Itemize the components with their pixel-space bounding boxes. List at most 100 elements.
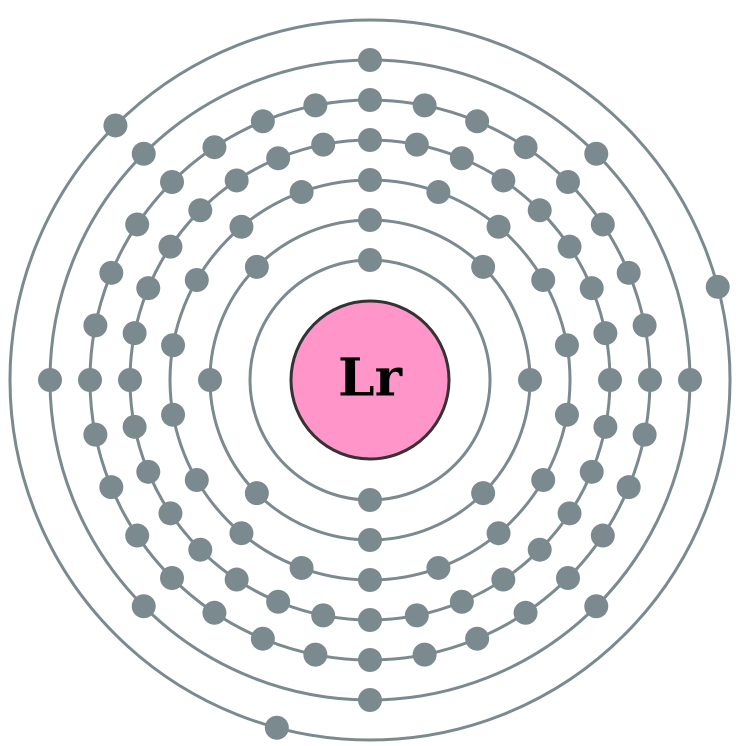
electron xyxy=(83,422,108,447)
electron xyxy=(531,268,556,292)
electron xyxy=(491,567,516,592)
electron xyxy=(188,537,213,562)
electron xyxy=(678,368,702,392)
electron xyxy=(358,128,382,152)
electron xyxy=(471,254,496,279)
electron xyxy=(426,555,451,580)
electron xyxy=(555,170,580,195)
electron xyxy=(616,260,641,285)
electron xyxy=(250,109,275,134)
electron xyxy=(632,313,657,338)
electron xyxy=(289,180,314,205)
electron xyxy=(224,168,249,193)
electron xyxy=(358,88,382,112)
electron xyxy=(131,141,156,166)
electron xyxy=(465,626,490,651)
electron xyxy=(358,528,382,552)
electron xyxy=(358,648,382,672)
electron xyxy=(579,459,604,484)
electron xyxy=(412,93,437,118)
electron xyxy=(131,594,156,619)
nucleus xyxy=(289,299,451,461)
electron xyxy=(244,481,269,506)
electron xyxy=(531,468,556,492)
electron xyxy=(554,402,579,427)
electron xyxy=(579,276,604,301)
element-symbol: Lr xyxy=(338,348,403,409)
electron xyxy=(125,523,150,548)
electron xyxy=(358,168,382,192)
electron xyxy=(557,234,582,259)
electron xyxy=(513,135,538,160)
electron xyxy=(244,254,269,279)
electron xyxy=(160,170,185,195)
electron xyxy=(161,402,186,427)
electron xyxy=(557,501,582,526)
electron xyxy=(83,313,108,338)
electron xyxy=(136,459,161,484)
electron xyxy=(103,113,128,138)
electron xyxy=(122,414,147,439)
electron xyxy=(449,146,474,171)
electron xyxy=(229,214,254,239)
electron xyxy=(358,608,382,632)
electron xyxy=(358,208,382,232)
electron xyxy=(78,368,102,392)
electron xyxy=(491,168,516,193)
electron xyxy=(527,537,552,562)
electron xyxy=(358,568,382,592)
electron xyxy=(705,274,730,299)
electron xyxy=(311,603,336,628)
electron xyxy=(136,276,161,301)
electron xyxy=(38,368,62,392)
electron xyxy=(125,212,150,237)
electron xyxy=(224,567,249,592)
electron xyxy=(527,198,552,223)
electron xyxy=(289,555,314,580)
electron xyxy=(303,642,328,667)
electron xyxy=(229,521,254,546)
electron xyxy=(158,234,183,259)
electron xyxy=(593,321,618,346)
electron xyxy=(118,368,142,392)
electron xyxy=(358,48,382,72)
electron xyxy=(426,180,451,205)
electron xyxy=(593,414,618,439)
electron xyxy=(184,468,209,492)
electron xyxy=(590,212,615,237)
electron xyxy=(266,589,291,614)
electron xyxy=(412,642,437,667)
electron xyxy=(188,198,213,223)
electrons xyxy=(38,48,730,740)
electron xyxy=(471,481,496,506)
electron xyxy=(266,146,291,171)
electron xyxy=(184,268,209,292)
electron xyxy=(303,93,328,118)
electron xyxy=(465,109,490,134)
electron xyxy=(518,368,542,392)
electron xyxy=(632,422,657,447)
electron xyxy=(161,333,186,358)
electron xyxy=(555,565,580,590)
electron xyxy=(264,715,289,740)
electron xyxy=(404,603,429,628)
electron xyxy=(404,132,429,157)
electron xyxy=(358,488,382,512)
electron xyxy=(449,589,474,614)
electron xyxy=(486,214,511,239)
electron xyxy=(584,141,609,166)
electron xyxy=(513,600,538,625)
electron xyxy=(99,475,124,500)
electron xyxy=(250,626,275,651)
shell-7 xyxy=(8,18,732,742)
electron xyxy=(598,368,622,392)
electron xyxy=(311,132,336,157)
electron xyxy=(638,368,662,392)
electron xyxy=(202,600,227,625)
electron xyxy=(99,260,124,285)
electron xyxy=(590,523,615,548)
electron xyxy=(616,475,641,500)
electron xyxy=(584,594,609,619)
electron xyxy=(358,688,382,712)
